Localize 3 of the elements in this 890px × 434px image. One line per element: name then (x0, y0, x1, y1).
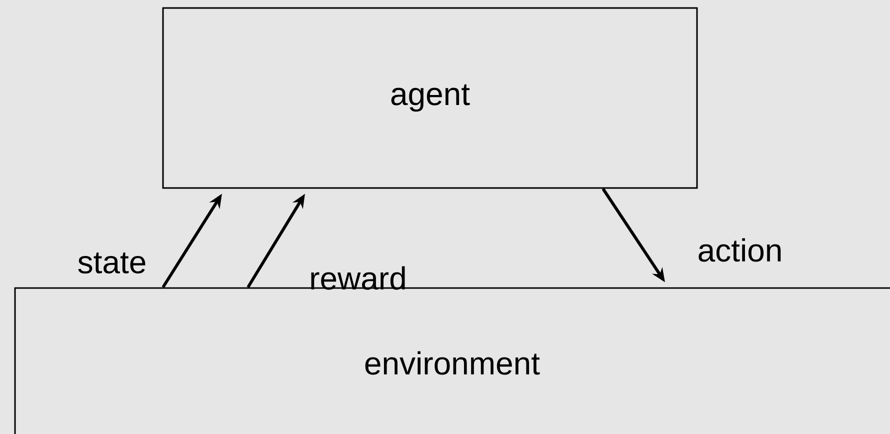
edge-label: action (698, 238, 781, 262)
edge-label: state (78, 252, 146, 274)
box: agent (162, 7, 698, 189)
